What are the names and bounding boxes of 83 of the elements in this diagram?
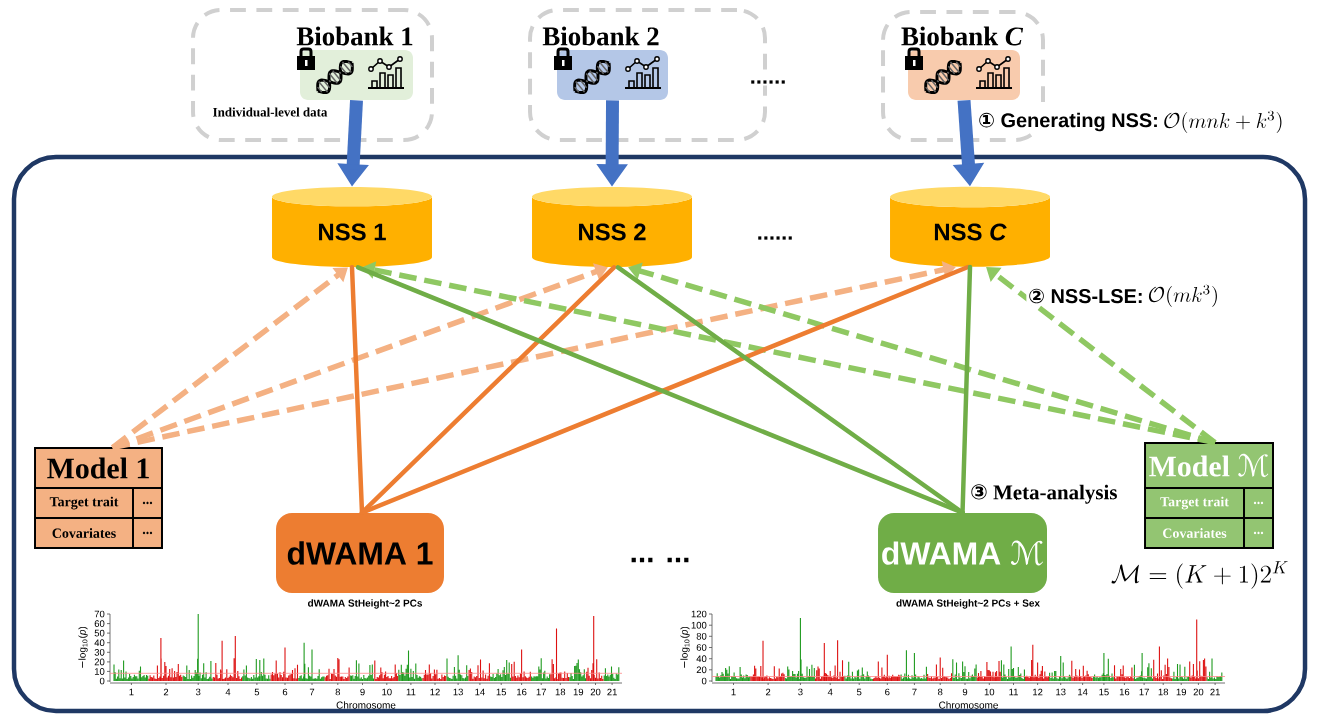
tick-label: 5 [856, 688, 862, 696]
tick-label: 10 [94, 668, 105, 675]
tick-label: 0 [99, 677, 105, 685]
group-title: Biobank 1 [296, 26, 413, 46]
table-cell: ... [1243, 517, 1274, 549]
tick-label: 30 [94, 648, 105, 656]
connector-arrow [986, 267, 1217, 445]
process-box: dWAMA 1 [276, 513, 444, 593]
step-label: ③ Meta-analysis [968, 482, 1120, 506]
plot-title: dWAMA StHeight~2 PCs [305, 597, 425, 611]
ellipsis-dots: ...... [755, 234, 796, 242]
tick-label: 40 [94, 639, 105, 647]
tick-label: 20 [590, 688, 601, 696]
tick-label: 10 [984, 688, 995, 696]
tick-label: 16 [1119, 688, 1130, 696]
tick-label: 6 [885, 688, 890, 696]
tick-label: 5 [254, 688, 260, 696]
tick-label: 60 [696, 644, 707, 651]
tick-label: 12 [430, 688, 440, 696]
data-caption: Individual-level data [213, 107, 328, 117]
complexity-formula: $\mathcal{O}(mk^{3})$ [1145, 283, 1221, 309]
tick-label: 80 [696, 632, 707, 640]
tick-label: 14 [1078, 688, 1088, 696]
tick-label: 17 [1139, 688, 1149, 696]
tick-label: 60 [94, 620, 105, 627]
formula: $\mathcal{M}=(K+1)2^{K}$ [1109, 559, 1291, 591]
tick-label: 6 [282, 688, 288, 696]
tick-label: 120 [691, 610, 707, 618]
tick-label: 40 [696, 655, 707, 663]
ellipsis-dots: ...... [748, 78, 789, 86]
tick-label: 7 [912, 688, 917, 696]
tick-label: 12 [1033, 688, 1043, 696]
axis-title: Chromosome [939, 701, 998, 709]
tick-label: 15 [1099, 688, 1109, 696]
tick-label: 18 [555, 688, 566, 696]
database-cylinder: NSS C [890, 186, 1050, 267]
tick-label: 100 [691, 621, 707, 629]
tick-label: 8 [938, 688, 943, 696]
tick-label: 0 [701, 677, 707, 685]
table-cell: ... [1243, 487, 1274, 519]
tick-label: 20 [1193, 688, 1204, 696]
ellipsis-dots: ... ... [627, 556, 693, 564]
tick-label: 70 [94, 610, 105, 618]
table-cell: ... [132, 487, 163, 519]
tick-label: 4 [827, 688, 833, 696]
tick-label: 19 [1176, 688, 1187, 696]
database-cylinder: NSS 1 [272, 187, 432, 267]
tick-label: 8 [335, 688, 340, 696]
tick-label: 10 [382, 688, 392, 696]
tick-label: 3 [195, 688, 201, 696]
tick-label: 13 [453, 688, 463, 696]
table-cell: ... [132, 517, 163, 549]
group-title: Biobank 2 [542, 26, 659, 46]
tick-label: 21 [1210, 688, 1220, 696]
tick-label: 20 [94, 658, 105, 666]
tick-label: 20 [696, 666, 707, 674]
process-box: dWAMA ℳ [878, 513, 1047, 593]
group-title: Biobank C [901, 26, 1024, 46]
tick-label: 19 [573, 688, 584, 696]
tick-label: 2 [163, 688, 169, 696]
tick-label: 13 [1056, 688, 1066, 696]
tick-label: 1 [129, 688, 134, 696]
complexity-formula: $\mathcal{O}(mnk+k^{3})$ [1161, 109, 1286, 135]
tick-label: 17 [536, 688, 546, 696]
tick-label: 11 [406, 688, 416, 696]
tick-label: 11 [1009, 688, 1018, 696]
tick-label: 16 [517, 688, 527, 696]
tick-label: 21 [607, 688, 617, 696]
tick-label: 4 [225, 688, 231, 696]
tick-label: 14 [475, 688, 485, 696]
tick-label: 2 [765, 688, 771, 696]
database-cylinder: NSS 2 [532, 187, 692, 267]
tick-label: 9 [360, 688, 365, 696]
tick-label: 15 [496, 688, 507, 696]
step-label: ① Generating NSS: [976, 110, 1161, 134]
tick-label: 3 [798, 688, 803, 696]
tick-label: 18 [1158, 688, 1169, 696]
axis-title: Chromosome [336, 701, 396, 709]
tick-label: 9 [962, 688, 968, 696]
tick-label: 7 [309, 688, 315, 696]
tick-label: 1 [731, 688, 736, 696]
step-label: ② NSS-LSE: [1026, 287, 1146, 306]
tick-label: 50 [94, 629, 105, 637]
